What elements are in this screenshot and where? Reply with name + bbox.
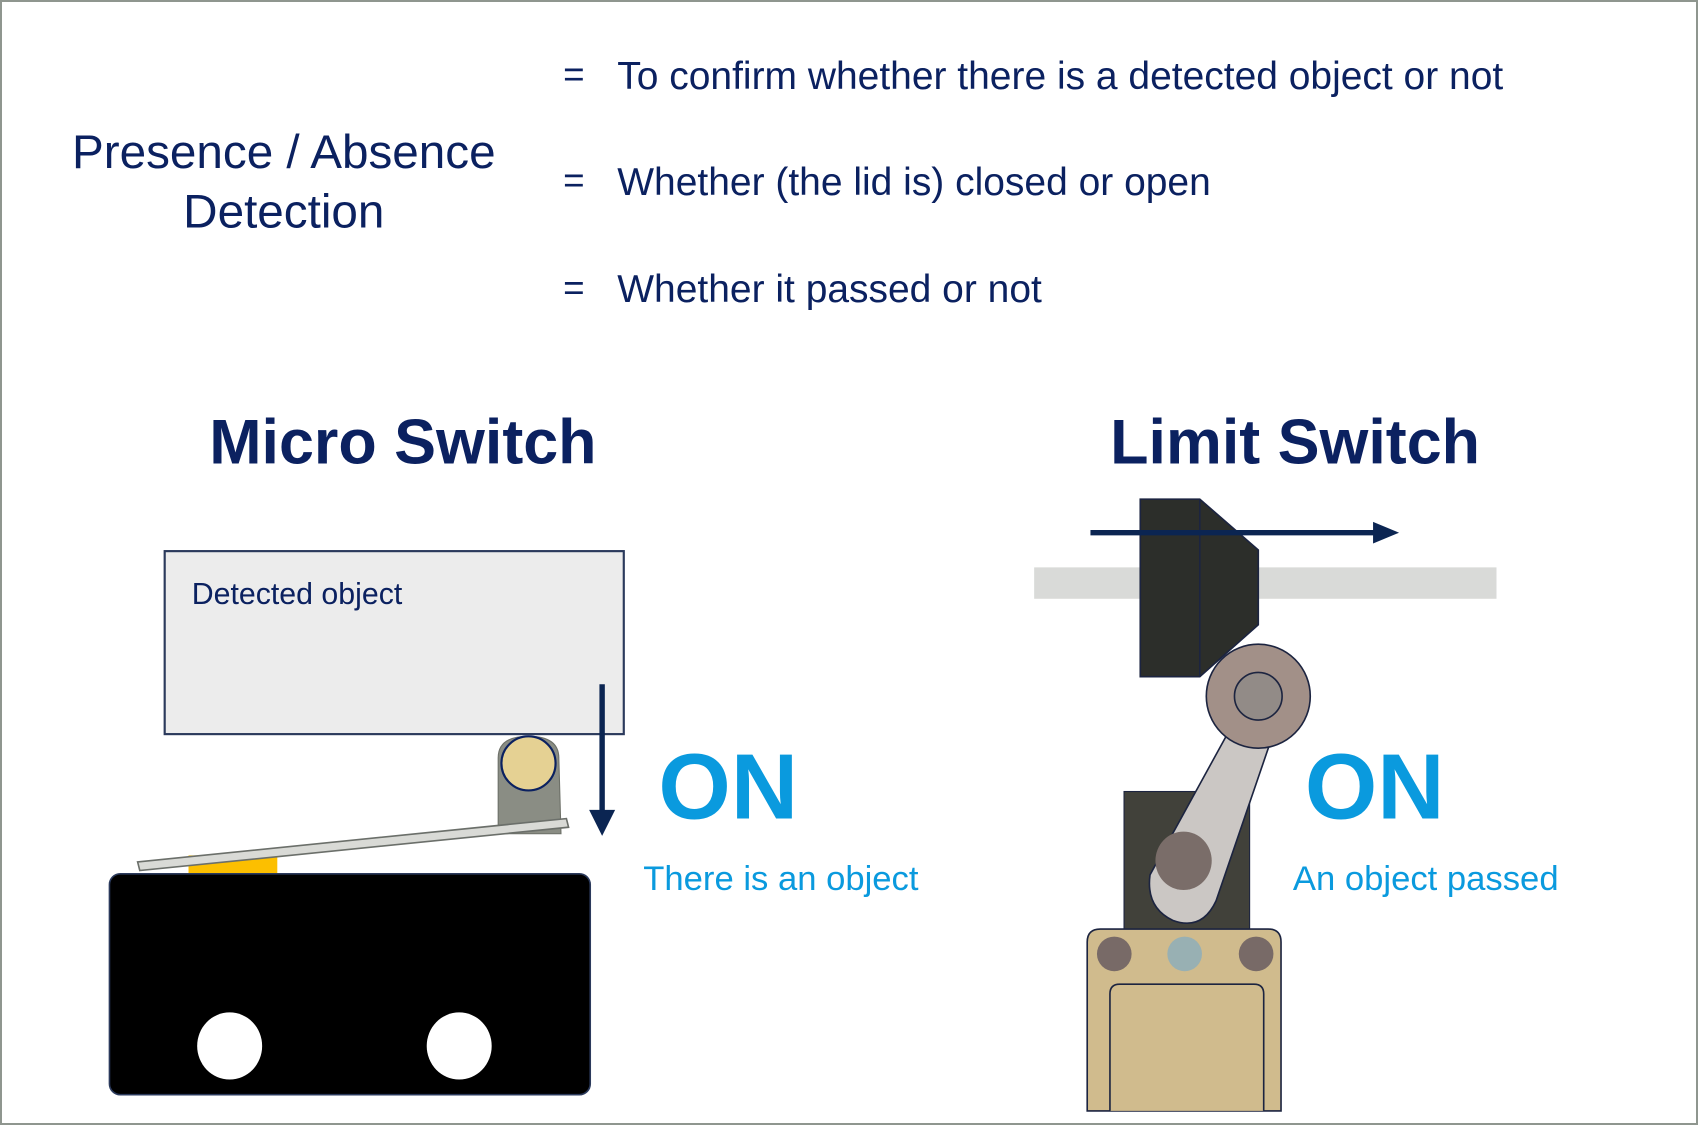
- mounting-hole-icon: [426, 1012, 492, 1080]
- definition-item: To confirm whether there is a detected o…: [617, 55, 1503, 98]
- definition-list: = To confirm whether there is a detected…: [563, 54, 1503, 311]
- micro-switch-illustration: Detected object: [108, 550, 625, 1096]
- limit-switch-illustration: [1034, 498, 1497, 1112]
- screw-icon: [1238, 936, 1274, 972]
- lever-pivot-icon: [1155, 831, 1212, 891]
- equals-sign: =: [563, 160, 585, 201]
- conveyor-rail: [1034, 567, 1497, 599]
- detected-object-box: [163, 550, 625, 736]
- micro-switch-caption: There is an object: [643, 860, 919, 898]
- screw-icon: [1096, 936, 1132, 972]
- micro-switch-title: Micro Switch: [209, 407, 596, 477]
- definition-item: Whether it passed or not: [617, 268, 1042, 311]
- base-cover-panel: [1109, 983, 1265, 1111]
- micro-switch-body: [108, 872, 592, 1096]
- definition-item: Whether (the lid is) closed or open: [617, 161, 1210, 204]
- concept-line-2: Detection: [183, 185, 384, 238]
- micro-switch-state: ON: [658, 735, 798, 839]
- lever-arm: [136, 817, 570, 872]
- limit-switch-title: Limit Switch: [1110, 407, 1480, 477]
- roller-icon: [500, 735, 557, 792]
- limit-switch-state: ON: [1305, 735, 1445, 839]
- down-arrow-icon: [589, 809, 616, 836]
- equals-sign: =: [563, 267, 585, 308]
- right-arrow-icon: [1373, 521, 1400, 544]
- roller-axle-icon: [1233, 671, 1283, 721]
- detected-object-label: Detected object: [192, 578, 403, 611]
- equals-sign: =: [563, 54, 585, 95]
- mounting-hole-icon: [197, 1012, 263, 1080]
- concept-heading: Presence / Absence Detection: [72, 126, 496, 239]
- indicator-light-icon: [1167, 936, 1202, 972]
- concept-line-1: Presence / Absence: [72, 126, 496, 179]
- limit-switch-caption: An object passed: [1293, 860, 1559, 898]
